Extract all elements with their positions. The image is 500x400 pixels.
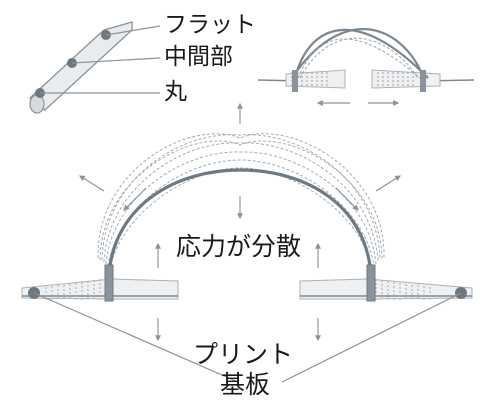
- arrow-diag-upright: [375, 175, 402, 192]
- arrow-diag-downleft: [123, 187, 147, 211]
- label-round: 丸: [164, 79, 187, 105]
- label-middle: 中間部: [164, 44, 233, 70]
- pcb-leader-right: [281, 292, 462, 383]
- pcb-leader-left: [33, 292, 239, 383]
- wire-segment-illustration: [29, 21, 161, 114]
- label-pcb-line2: 基板: [220, 370, 271, 399]
- left-bond-post: [104, 264, 114, 302]
- small-flex-diagram: [257, 28, 475, 106]
- flat-leader-line: [105, 25, 161, 36]
- middle-leader-line: [71, 57, 161, 64]
- main-flex-diagram: [21, 133, 473, 383]
- arrow-diag-upleft: [78, 175, 105, 192]
- main-wire-arc: [107, 168, 373, 276]
- arrow-diag-downright: [335, 187, 359, 211]
- label-flat: フラット: [164, 12, 256, 38]
- right-bond-post: [366, 264, 376, 302]
- label-stress-dispersion: 応力が分散: [176, 232, 302, 261]
- force-arrows: [78, 102, 402, 342]
- label-pcb-line1: プリント: [193, 340, 294, 369]
